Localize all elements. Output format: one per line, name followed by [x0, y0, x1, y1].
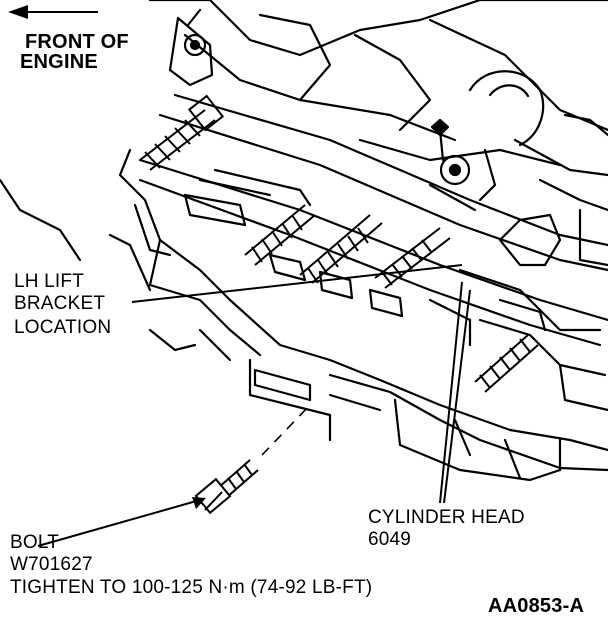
bolt-label-line1: BOLT	[10, 532, 60, 553]
lh-lift-bracket-label-line1: LH LIFT	[14, 271, 85, 292]
leader-lines	[37, 264, 471, 547]
bolt-label-line2: W701627	[10, 554, 93, 575]
front-of-engine-label-line1: FRONT OF	[25, 31, 129, 53]
lh-lift-bracket-label-line3: LOCATION	[14, 317, 112, 338]
engine-block	[0, 0, 608, 482]
threaded-studs	[139, 94, 539, 515]
lh-lift-bracket-label-line2: BRACKET	[14, 293, 106, 314]
bolt-centerline	[261, 404, 311, 456]
front-of-engine-label-line2: ENGINE	[20, 51, 98, 73]
front-arrow	[8, 5, 98, 19]
cylinder-head-label-line2: 6049	[368, 529, 412, 550]
bolt-torque-label: TIGHTEN TO 100-125 N·m (74-92 LB-FT)	[10, 577, 373, 598]
cylinder-head-label-line1: CYLINDER HEAD	[368, 507, 525, 528]
figure-id-label: AA0853-A	[488, 595, 585, 617]
